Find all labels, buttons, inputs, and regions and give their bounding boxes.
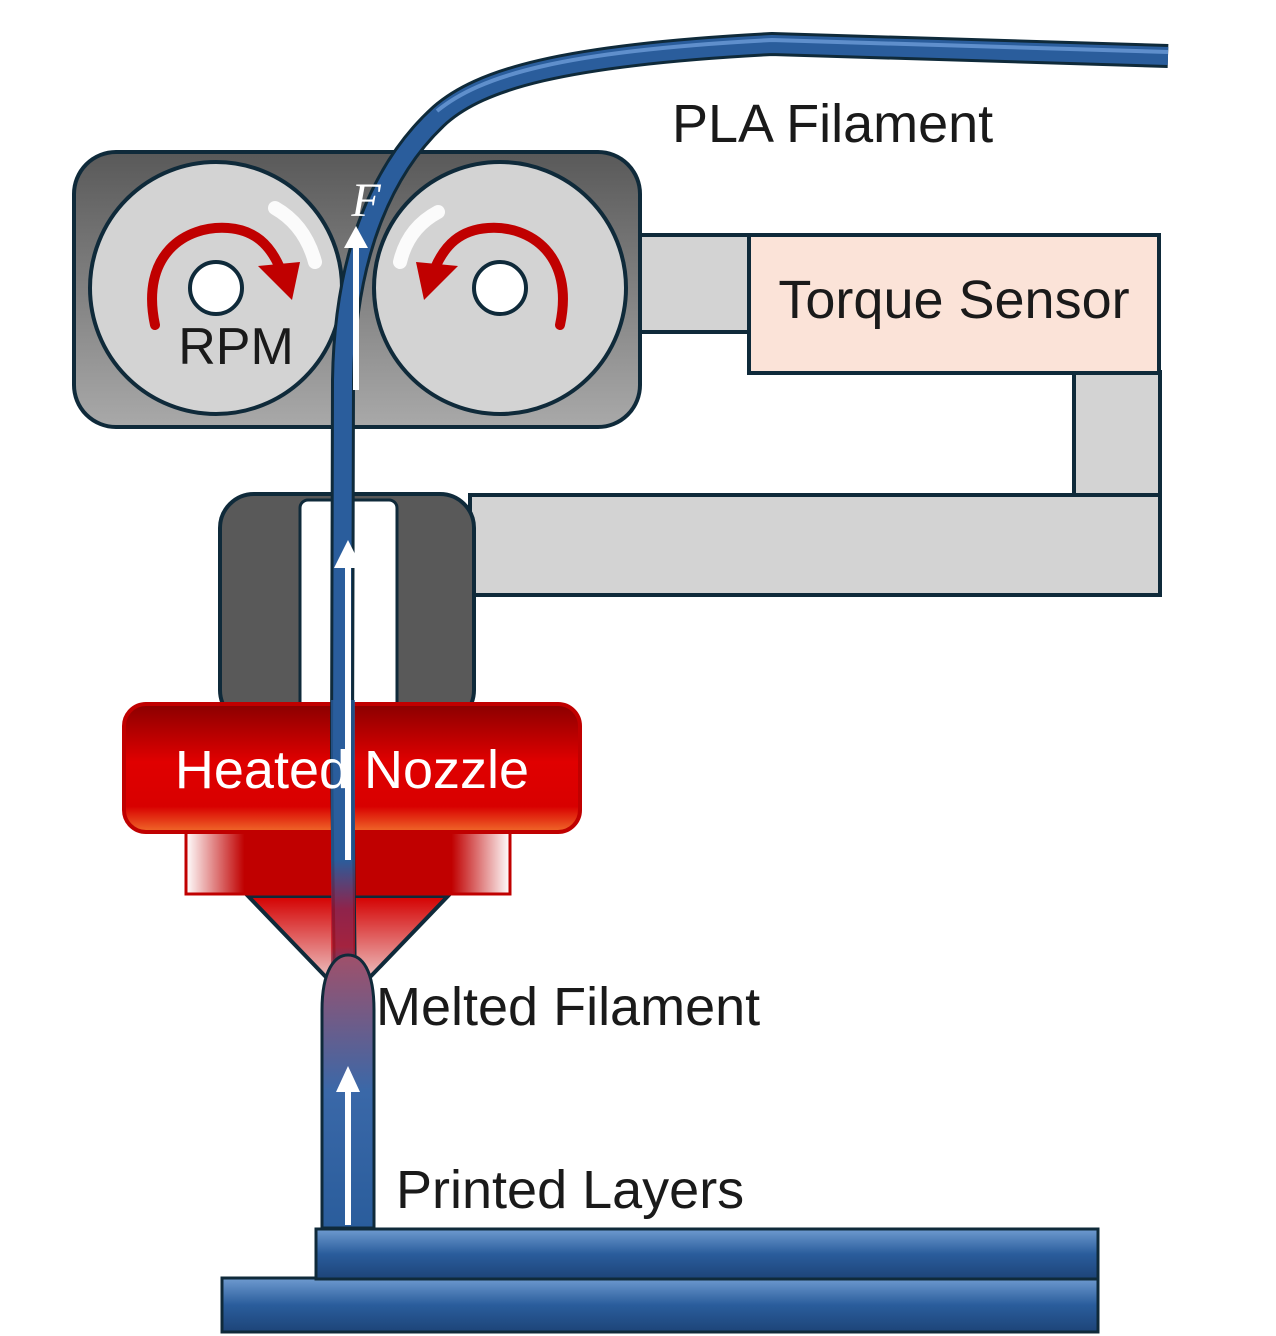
- pla-filament: [330, 32, 1169, 991]
- torque-sensor-label: Torque Sensor: [778, 270, 1129, 330]
- force-label: F: [350, 174, 381, 227]
- torque-sensor: Torque Sensor: [747, 233, 1161, 375]
- printed-layers: [220, 1227, 1100, 1334]
- rpm-label: RPM: [178, 318, 294, 376]
- flow-arrow-icon: [334, 540, 362, 860]
- flow-arrow-icon: [336, 1066, 360, 1225]
- left-gear-hub: [188, 260, 244, 316]
- force-arrow-icon: [344, 226, 368, 390]
- rotation-arrow-icon: [416, 222, 568, 330]
- support-frame: [468, 233, 1162, 597]
- heated-nozzle-label: Heated Nozzle: [175, 740, 529, 800]
- printed-layers-label: Printed Layers: [396, 1160, 744, 1220]
- rotation-arrow-icon: [147, 222, 300, 330]
- right-gear-hub: [472, 260, 528, 316]
- melted-filament-label: Melted Filament: [376, 977, 760, 1037]
- pla-filament-label: PLA Filament: [672, 94, 993, 154]
